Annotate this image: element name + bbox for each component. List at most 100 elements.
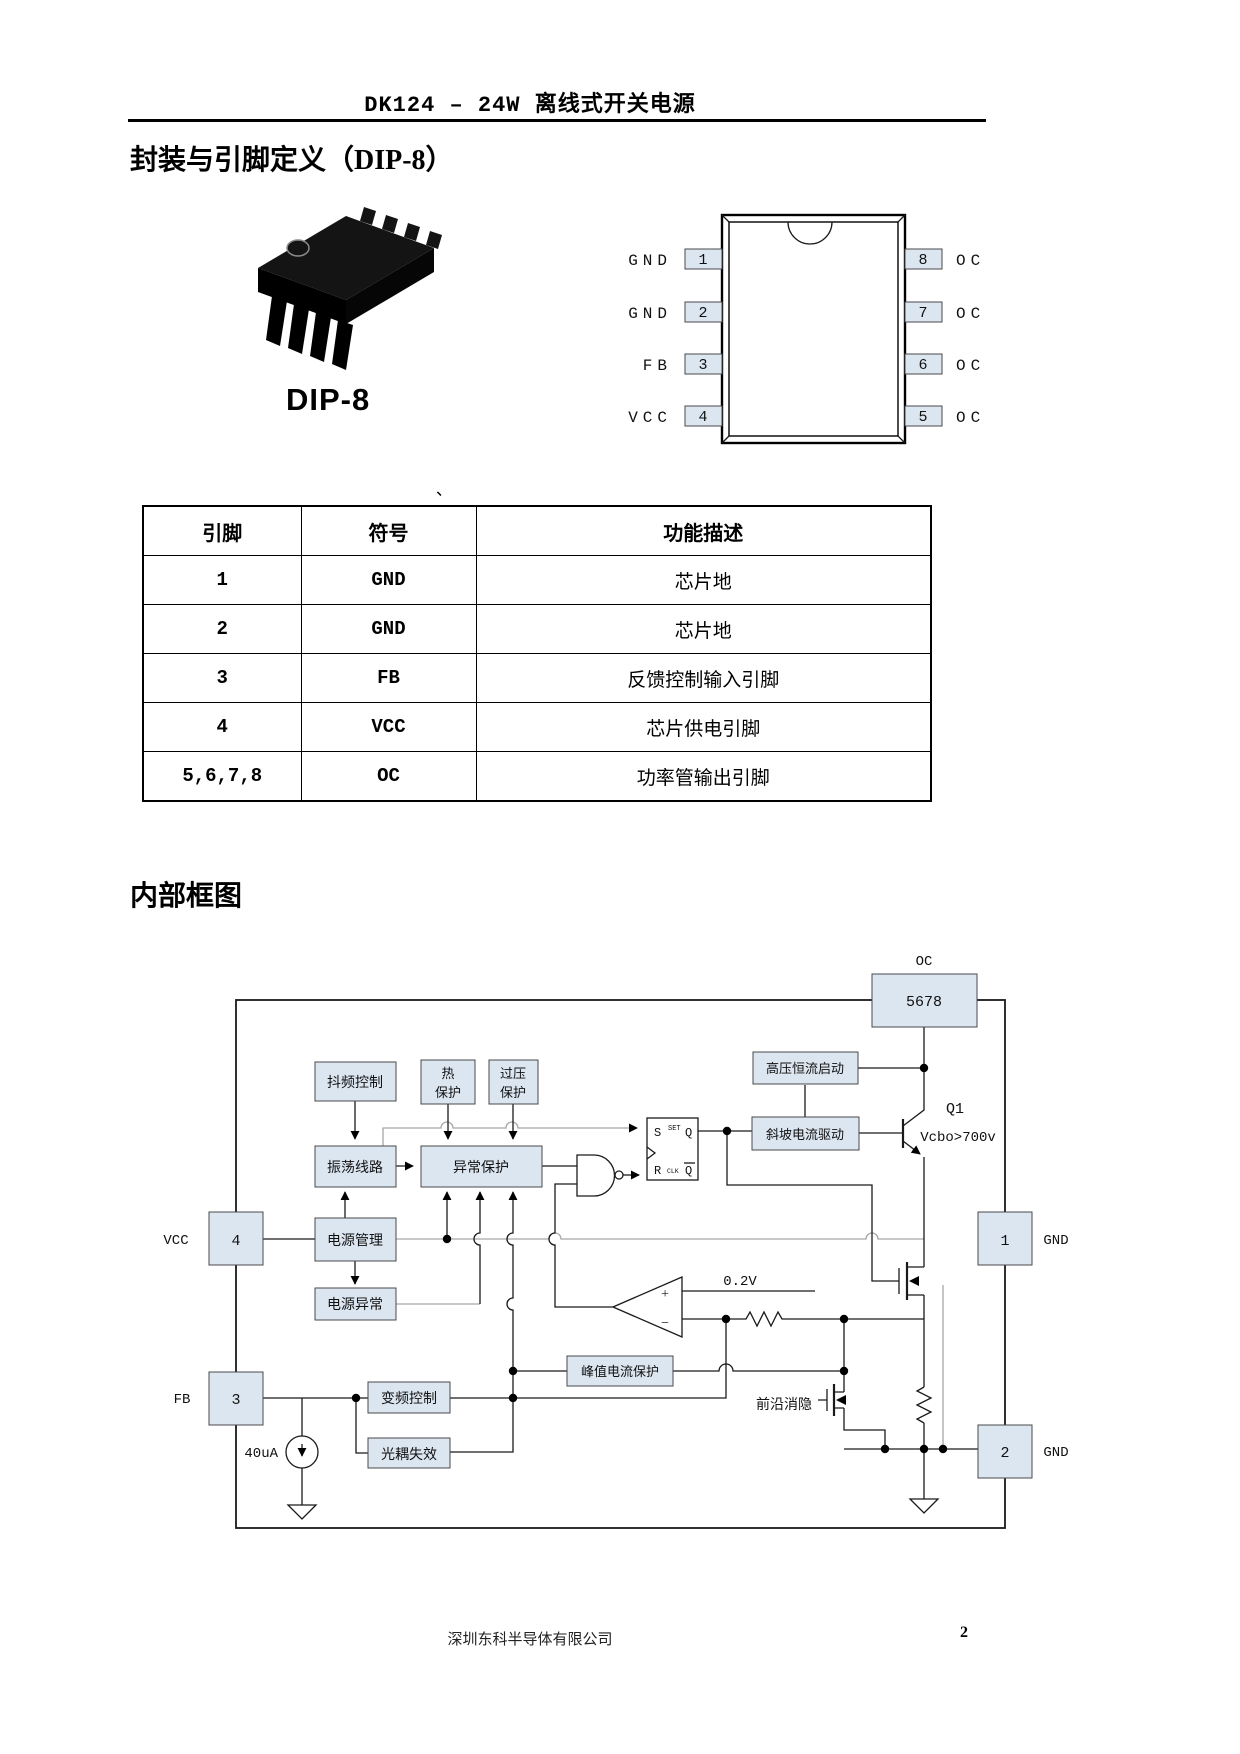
chip-pin1-notch bbox=[286, 239, 310, 257]
header-rule bbox=[128, 119, 986, 122]
block-power-management: 电源管理 bbox=[314, 1217, 397, 1262]
svg-text:1: 1 bbox=[1000, 1233, 1009, 1250]
svg-text:保护: 保护 bbox=[500, 1085, 526, 1100]
cell-pin: 5,6,7,8 bbox=[142, 751, 302, 802]
pinout-diagram: 1 2 3 4 8 7 6 5 GND GND FB VCC OC OC OC … bbox=[628, 213, 985, 445]
pin-box-4 bbox=[684, 405, 723, 427]
latch-r-label: R bbox=[654, 1164, 661, 1178]
chip-end-face bbox=[346, 248, 434, 324]
cell-pin: 1 bbox=[142, 555, 302, 605]
block-thermal-protection: 热 保护 bbox=[420, 1059, 476, 1105]
svg-text:热: 热 bbox=[441, 1066, 454, 1081]
col-header-pin: 引脚 bbox=[142, 505, 302, 556]
pin-number: 3 bbox=[698, 357, 707, 374]
cell-pin: 2 bbox=[142, 604, 302, 654]
table-row: 4 VCC 芯片供电引脚 bbox=[142, 702, 932, 752]
oc-pin-label: OC bbox=[916, 954, 933, 970]
pin-label-gnd1: GND bbox=[628, 252, 672, 270]
svg-text:电源管理: 电源管理 bbox=[327, 1233, 383, 1249]
pin-number: 8 bbox=[918, 252, 927, 269]
latch-clk-label: CLK bbox=[667, 1168, 679, 1175]
pin-label-vcc: VCC bbox=[628, 409, 672, 427]
package-body-inner bbox=[728, 221, 899, 437]
cell-pin: 4 bbox=[142, 702, 302, 752]
diagram-wires bbox=[263, 1027, 978, 1520]
gnd2-pin-label: GND bbox=[1043, 1445, 1068, 1461]
comparator-minus: − bbox=[661, 1316, 669, 1331]
cell-symbol: VCC bbox=[300, 702, 477, 752]
cell-pin: 3 bbox=[142, 653, 302, 703]
chip-top-face bbox=[258, 216, 434, 300]
sr-latch: S SET Q R CLK Q bbox=[646, 1117, 699, 1181]
pin-number: 1 bbox=[698, 252, 707, 269]
diagram-pin-gnd1: 1 GND bbox=[977, 1211, 1069, 1266]
svg-text:电源异常: 电源异常 bbox=[327, 1297, 383, 1313]
vcc-pin-label: VCC bbox=[163, 1233, 188, 1249]
q1-label: Q1 bbox=[946, 1101, 964, 1118]
dip8-3d-illustration bbox=[258, 207, 442, 370]
latch-set-label: SET bbox=[668, 1125, 681, 1133]
block-power-fault: 电源异常 bbox=[314, 1287, 397, 1321]
internal-block-diagram: 5678 OC 抖频控制 热 保护 过压 保护 振荡线路 异常保护 高压恒流 bbox=[163, 954, 1069, 1529]
pin-number: 7 bbox=[918, 305, 927, 322]
oc-pin-block: 5678 OC bbox=[871, 954, 978, 1028]
col-header-desc: 功能描述 bbox=[475, 505, 932, 556]
pin-box-7 bbox=[904, 301, 943, 323]
chip-back-leg bbox=[382, 215, 398, 233]
vref-label: 0.2V bbox=[723, 1274, 757, 1290]
latch-clock-triangle bbox=[646, 1146, 657, 1160]
block-ramp-current-drive: 斜坡电流驱动 bbox=[751, 1116, 860, 1151]
pin-number: 4 bbox=[698, 409, 707, 426]
cell-symbol: GND bbox=[300, 604, 477, 654]
svg-text:2: 2 bbox=[1000, 1445, 1009, 1462]
junction-dots bbox=[351, 1063, 948, 1454]
pin-box-8 bbox=[904, 248, 943, 270]
q1-rating-label: Vcbo>700v bbox=[920, 1130, 996, 1146]
svg-text:振荡线路: 振荡线路 bbox=[327, 1160, 383, 1176]
svg-text:光耦失效: 光耦失效 bbox=[381, 1447, 437, 1463]
cell-symbol: FB bbox=[300, 653, 477, 703]
pin-label-oc6: OC bbox=[956, 357, 985, 375]
pin-label-oc7: OC bbox=[956, 305, 985, 323]
fb-pin-label: FB bbox=[174, 1392, 191, 1408]
chip-front-face bbox=[258, 268, 346, 324]
svg-text:保护: 保护 bbox=[435, 1085, 461, 1100]
pin-box-6 bbox=[904, 353, 943, 375]
chip-front-leg bbox=[332, 320, 353, 370]
chip-back-leg bbox=[404, 223, 420, 241]
pin-box-1 bbox=[684, 248, 723, 270]
block-hv-constant-current-start: 高压恒流启动 bbox=[752, 1051, 859, 1085]
cell-symbol: OC bbox=[300, 751, 477, 802]
diagram-pin-gnd2: 2 GND bbox=[977, 1424, 1069, 1479]
block-jitter-control: 抖频控制 bbox=[314, 1061, 397, 1102]
chip-front-leg bbox=[266, 296, 287, 346]
pin-box-3 bbox=[684, 353, 723, 375]
gnd1-pin-label: GND bbox=[1043, 1233, 1068, 1249]
table-row: 5,6,7,8 OC 功率管输出引脚 bbox=[142, 751, 932, 802]
svg-text:高压恒流启动: 高压恒流启动 bbox=[766, 1061, 844, 1076]
svg-text:斜坡电流驱动: 斜坡电流驱动 bbox=[766, 1127, 844, 1142]
svg-text:抖频控制: 抖频控制 bbox=[327, 1075, 383, 1091]
cell-desc: 功率管输出引脚 bbox=[475, 751, 932, 802]
section-title-block-diagram: 内部框图 bbox=[130, 881, 243, 912]
block-fault-protection: 异常保护 bbox=[420, 1145, 543, 1188]
block-frequency-control: 变频控制 bbox=[367, 1381, 451, 1414]
table-header-row: 引脚 符号 功能描述 bbox=[142, 505, 932, 556]
oc-pin-numbers: 5678 bbox=[906, 994, 942, 1011]
current-comparator: + − 0.2V bbox=[611, 1274, 757, 1338]
pin-label-oc5: OC bbox=[956, 409, 985, 427]
block-peak-current-protection: 峰值电流保护 bbox=[566, 1355, 674, 1387]
nand-gate bbox=[576, 1154, 624, 1197]
page-number: 2 bbox=[960, 1624, 968, 1641]
chip-back-leg bbox=[360, 207, 376, 225]
pin-number: 6 bbox=[918, 357, 927, 374]
svg-text:异常保护: 异常保护 bbox=[453, 1160, 509, 1176]
pin-label-fb: FB bbox=[643, 357, 672, 375]
pin-definition-table: 引脚 符号 功能描述 1 GND 芯片地 2 GND 芯片地 3 FB 反馈控制… bbox=[142, 505, 932, 802]
pin1-notch-arc bbox=[787, 221, 833, 245]
pin-label-gnd2: GND bbox=[628, 305, 672, 323]
block-overvoltage-protection: 过压 保护 bbox=[488, 1059, 539, 1105]
cell-symbol: GND bbox=[300, 555, 477, 605]
latch-qbar-label: Q bbox=[685, 1164, 692, 1178]
